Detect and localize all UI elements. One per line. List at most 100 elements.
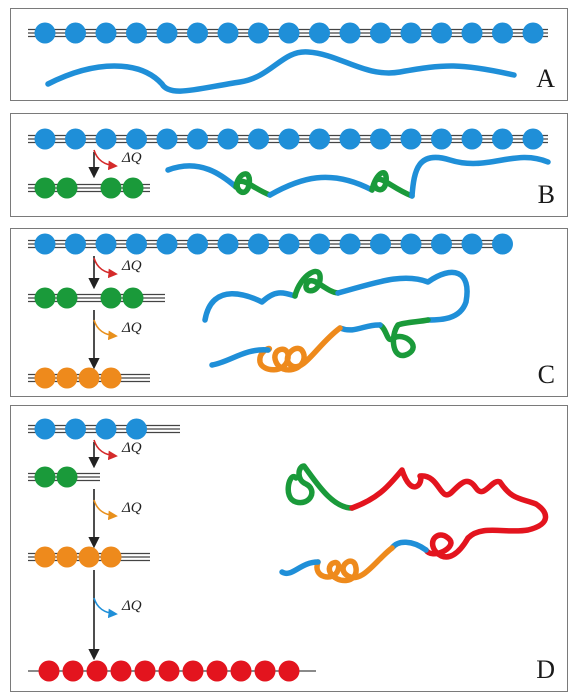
chain-c-blue-bead-4 (156, 233, 178, 255)
strand-c-green-2a (395, 317, 431, 328)
heat-d-1-arrow (93, 439, 118, 461)
chain-b-green-bead-0 (34, 177, 56, 199)
strand-c-blue-1 (202, 290, 298, 323)
chain-a-blue-bead-12 (400, 22, 422, 44)
heat-c-1-arrow (93, 257, 118, 279)
chain-c-green (28, 287, 165, 309)
chain-b-blue-bead-8 (278, 128, 300, 150)
chain-b-blue-bead-7 (248, 128, 269, 150)
chain-c-blue-bead-3 (126, 233, 147, 255)
chain-d-red-bead-4 (134, 660, 156, 682)
strand-c-blue-3 (337, 322, 383, 333)
strand-d-orange (314, 545, 395, 584)
chain-c-blue-bead-6 (217, 233, 239, 255)
heat-b-arrow (93, 149, 118, 171)
chain-a-blue-bead-9 (309, 22, 330, 44)
strand-c-orange (257, 325, 343, 373)
chain-d-blue-bead-3 (126, 418, 147, 440)
chain-b-blue-bead-12 (400, 128, 422, 150)
heat-c-1-label: ΔQ (121, 258, 142, 274)
chain-b-blue (28, 128, 548, 150)
chain-d-orange-bead-3 (100, 546, 122, 568)
chain-b-green (28, 177, 150, 199)
chain-b-blue-bead-5 (187, 128, 208, 150)
strand-d-red-tail (423, 532, 471, 560)
chain-a-blue-bead-6 (217, 22, 239, 44)
heat-d-3-arrow (93, 597, 118, 619)
strand-c-blue-4 (209, 347, 271, 368)
chain-d-red-bead-1 (62, 660, 84, 682)
panel-label-b: B (537, 180, 555, 209)
strand-b-green-2 (369, 170, 415, 199)
chain-d-red-bead-0 (38, 660, 60, 682)
heat-b-label: ΔQ (121, 150, 142, 166)
chain-b-blue-bead-9 (309, 128, 330, 150)
chain-b-blue-bead-2 (95, 128, 117, 150)
chain-a-blue-bead-11 (370, 22, 391, 44)
chain-b-blue-bead-13 (431, 128, 452, 150)
heat-d-1-label: ΔQ (121, 440, 142, 456)
chain-b-green-bead-1 (56, 177, 78, 199)
chain-b-blue-bead-16 (522, 128, 544, 150)
chain-d-red-bead-3 (110, 660, 132, 682)
strand-b-blue-1 (165, 163, 239, 190)
chain-d-red-bead-6 (182, 660, 204, 682)
chain-c-blue-bead-12 (400, 233, 422, 255)
strand-b-blue-3 (409, 154, 551, 199)
chain-c-green-bead-1 (56, 287, 78, 309)
strand-d-red (349, 467, 549, 541)
chain-a-blue-bead-15 (492, 22, 513, 44)
chain-b-blue-bead-10 (339, 128, 361, 150)
chain-c-blue-bead-2 (95, 233, 117, 255)
heat-c-2-label: ΔQ (121, 320, 142, 336)
chain-c-orange (28, 367, 150, 389)
chain-a-blue-bead-1 (65, 22, 86, 44)
chain-b-blue-bead-11 (370, 128, 391, 150)
chain-c-green-bead-2 (100, 287, 122, 309)
chain-d-blue (28, 418, 180, 440)
chain-b-blue-bead-14 (461, 128, 483, 150)
heat-d-2-arrow (93, 499, 118, 521)
chain-b-green-bead-3 (122, 177, 144, 199)
chain-a-blue-bead-5 (187, 22, 208, 44)
chain-d-red-bead-8 (230, 660, 252, 682)
panel-label-a: A (536, 64, 555, 93)
chain-a-blue-bead-16 (522, 22, 544, 44)
chain-a-blue-bead-14 (461, 22, 483, 44)
strand-d-green (285, 463, 355, 511)
chain-d-red (28, 660, 316, 682)
chain-d-orange (28, 546, 150, 568)
chain-c-blue (28, 233, 513, 255)
chain-d-blue-bead-1 (65, 418, 86, 440)
heat-c-2-arrow (93, 319, 118, 341)
heat-d-2-label: ΔQ (121, 500, 142, 516)
chain-c-green-bead-3 (122, 287, 144, 309)
chain-a-blue-bead-7 (248, 22, 269, 44)
chain-c-orange-bead-1 (56, 367, 78, 389)
chain-d-blue-bead-0 (34, 418, 56, 440)
chain-b-blue-bead-1 (65, 128, 86, 150)
strand-b-green-1 (233, 171, 273, 198)
strand-c-green-2b (377, 322, 416, 359)
chain-c-blue-bead-7 (248, 233, 269, 255)
chain-c-green-bead-0 (34, 287, 56, 309)
chain-d-red-bead-2 (86, 660, 108, 682)
chain-d-orange-bead-0 (34, 546, 56, 568)
chain-d-orange-bead-2 (78, 546, 100, 568)
chain-d-green (28, 466, 100, 488)
panel-label-c: C (537, 360, 555, 389)
chain-d-red-bead-10 (278, 660, 300, 682)
chain-a-blue-bead-8 (278, 22, 300, 44)
chain-d-red-bead-9 (254, 660, 276, 682)
chain-d-orange-bead-1 (56, 546, 78, 568)
heat-d-3-label: ΔQ (121, 598, 142, 614)
chain-c-blue-bead-15 (492, 233, 513, 255)
chain-a-blue-bead-4 (156, 22, 178, 44)
chain-c-orange-bead-2 (78, 367, 100, 389)
strand-a-blue (45, 49, 517, 94)
chain-c-blue-bead-8 (278, 233, 300, 255)
panel-label-d: D (536, 655, 555, 684)
chain-a-blue-bead-2 (95, 22, 117, 44)
chain-a-blue (28, 22, 548, 44)
